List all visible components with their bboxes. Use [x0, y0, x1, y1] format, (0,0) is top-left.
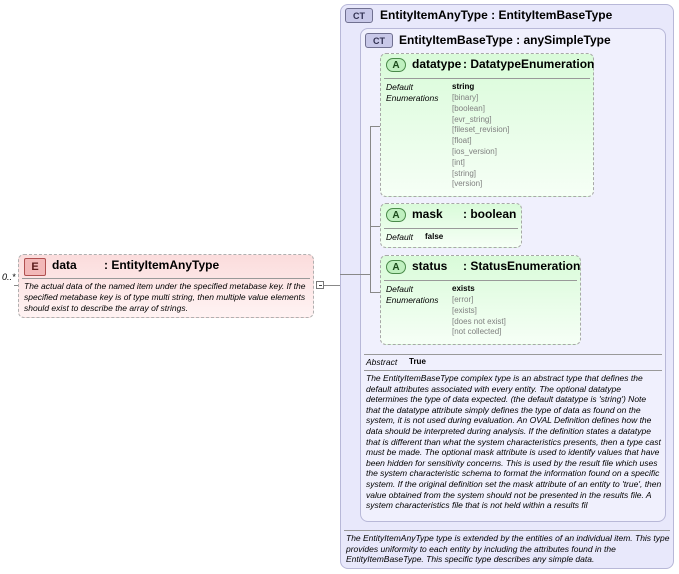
- element-badge: E: [24, 258, 46, 276]
- complex-type-badge-icon: CT: [365, 33, 393, 48]
- default-value: exists: [452, 284, 475, 293]
- enumeration-item: [evr_string]: [452, 114, 492, 124]
- enumeration-item: [does not exist]: [452, 316, 506, 326]
- element-type: : EntityItemAnyType: [104, 258, 220, 272]
- enumeration-list: [error] [exists] [does not exist] [not c…: [452, 295, 506, 338]
- enumeration-item: [fileset_revision]: [452, 125, 510, 135]
- element-data-box[interactable]: [18, 254, 314, 318]
- connector-line: [340, 274, 370, 275]
- divider: [384, 280, 577, 281]
- inner-type-title: EntityItemBaseType : anySimpleType: [399, 33, 611, 47]
- divider: [364, 354, 662, 355]
- inner-type-documentation: The EntityItemBaseType complex type is a…: [366, 373, 662, 511]
- abstract-value: True: [409, 357, 426, 366]
- attribute-name: datatype: [412, 57, 462, 71]
- connector-line: [324, 285, 340, 286]
- enumeration-item: [ios_version]: [452, 146, 497, 156]
- attribute-type: : DatatypeEnumeration: [463, 57, 595, 71]
- enumeration-item: [boolean]: [452, 103, 485, 113]
- element-documentation: The actual data of the named item under …: [24, 281, 306, 313]
- enumeration-item: [version]: [452, 179, 483, 189]
- connector-line: [370, 126, 371, 292]
- enumerations-label: Enumerations: [386, 295, 439, 305]
- cardinality-label: 0..*: [2, 272, 16, 282]
- enumeration-item: [exists]: [452, 305, 477, 315]
- enumeration-item: [error]: [452, 295, 474, 304]
- default-label: Default: [386, 82, 413, 92]
- toggle-minus-icon: [319, 285, 322, 286]
- connector-line: [370, 292, 380, 293]
- divider: [384, 228, 518, 229]
- attribute-name: status: [412, 259, 448, 273]
- attribute-datatype[interactable]: [380, 53, 594, 197]
- enumeration-item: [float]: [452, 136, 472, 146]
- default-label: Default: [386, 232, 413, 242]
- enumerations-label: Enumerations: [386, 93, 439, 103]
- attribute-type: : boolean: [463, 207, 517, 221]
- enumeration-item: [not collected]: [452, 327, 502, 337]
- connector-line: [14, 285, 18, 286]
- divider: [344, 530, 670, 531]
- divider: [364, 370, 662, 371]
- complex-type-badge-icon: CT: [345, 8, 373, 23]
- attribute-type: : StatusEnumeration: [463, 259, 581, 273]
- enumeration-list: [binary] [boolean] [evr_string] [fileset…: [452, 93, 509, 190]
- default-value: string: [452, 82, 475, 91]
- default-value: false: [425, 232, 444, 241]
- outer-type-title: EntityItemAnyType : EntityItemBaseType: [380, 8, 613, 22]
- connector-line: [370, 126, 380, 127]
- outer-type-documentation: The EntityItemAnyType type is extended b…: [346, 533, 670, 565]
- default-label: Default: [386, 284, 413, 294]
- enumeration-item: [int]: [452, 157, 465, 167]
- attribute-badge-icon: A: [386, 208, 406, 222]
- connector-line: [370, 226, 380, 227]
- attribute-badge-icon: A: [386, 260, 406, 274]
- abstract-label: Abstract: [366, 357, 398, 367]
- attribute-badge-icon: A: [386, 58, 406, 72]
- enumeration-item: [binary]: [452, 93, 479, 102]
- attribute-status[interactable]: [380, 255, 581, 345]
- enumeration-item: [string]: [452, 168, 477, 178]
- attribute-name: mask: [412, 207, 443, 221]
- element-name: data: [52, 258, 77, 272]
- divider: [22, 278, 310, 279]
- divider: [384, 78, 590, 79]
